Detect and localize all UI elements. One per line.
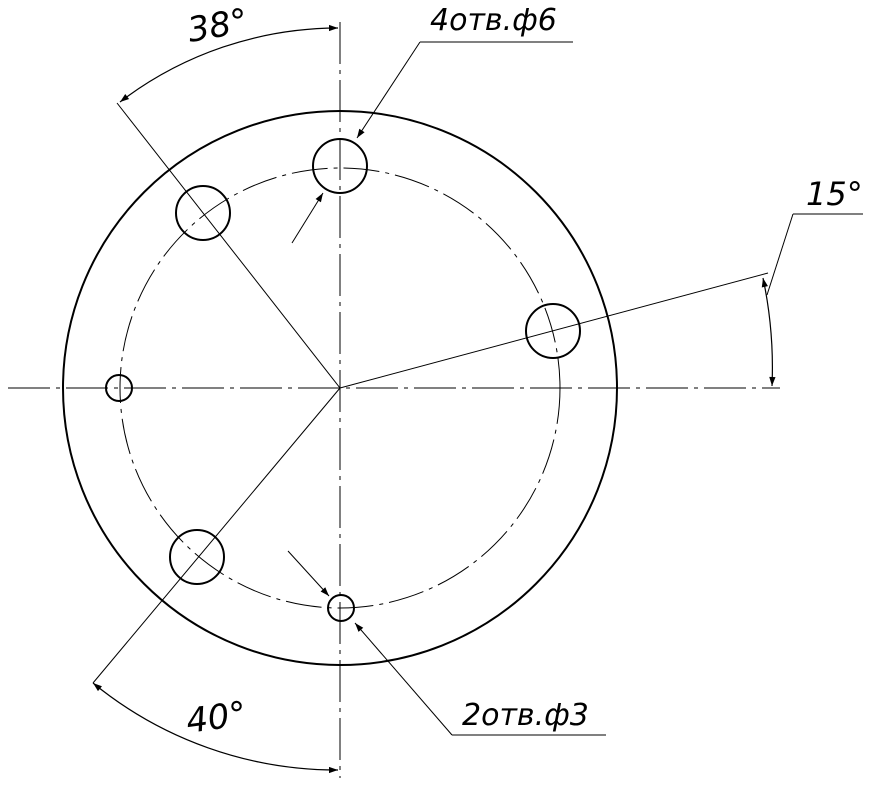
leader-holes-small-slant [354, 622, 453, 736]
radial-line-38 [116, 102, 341, 389]
radial-line-40 [92, 387, 341, 684]
dimension-arc-40 [92, 682, 339, 774]
dimension-arc-38 [119, 24, 339, 103]
leader-angle-15-slant [766, 213, 794, 296]
label-holes-small: 2отв.ф3 [462, 698, 589, 733]
label-holes-large: 4отв.ф6 [430, 3, 557, 38]
leader-holes-large-slant [356, 41, 421, 139]
hole-large-top [312, 138, 368, 194]
hole-large-upper-left [175, 185, 231, 241]
label-angle-40: 40° [184, 694, 249, 742]
hole-small-left [105, 374, 133, 402]
dimension-arc-15 [761, 277, 776, 387]
radial-line-15 [339, 272, 769, 389]
leader-holes-small-inner [287, 550, 330, 597]
label-angle-15: 15° [806, 175, 863, 213]
label-angle-38: 38° [185, 1, 251, 51]
hole-large-right [525, 303, 581, 359]
hole-small-bottom [327, 594, 355, 622]
leader-holes-large-inner [291, 192, 324, 244]
hole-large-lower-left [169, 529, 225, 585]
